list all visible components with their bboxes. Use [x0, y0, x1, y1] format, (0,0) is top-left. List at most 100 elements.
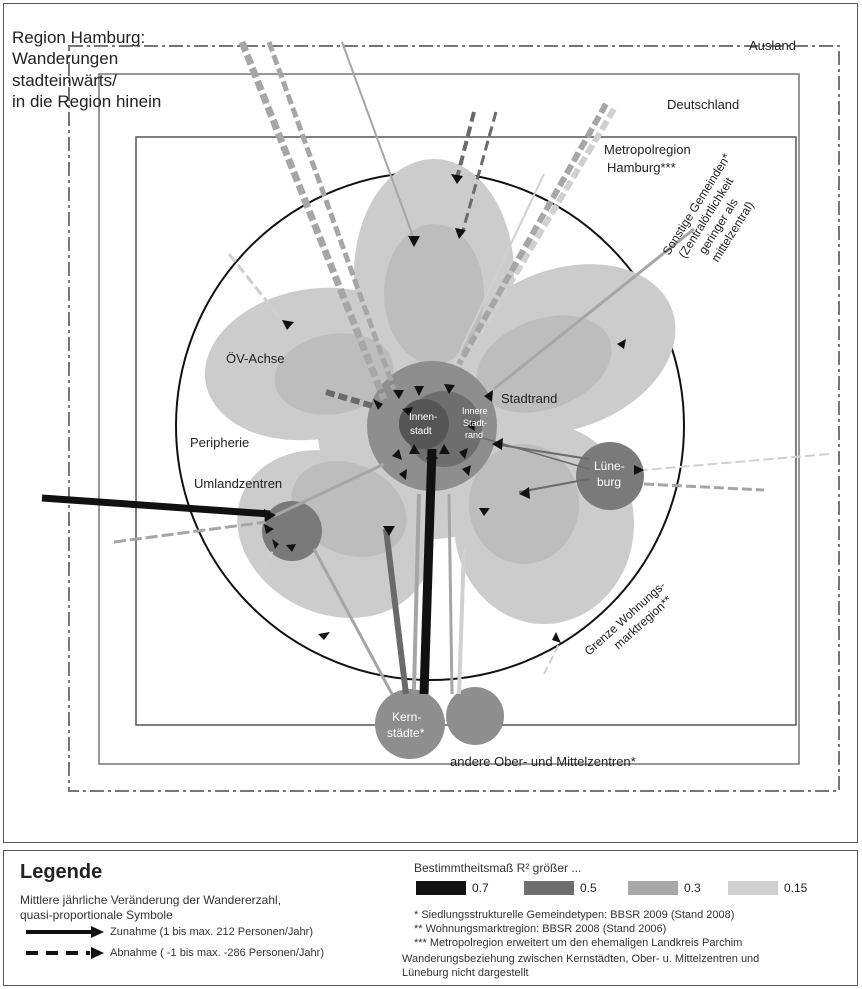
arrowhead [264, 509, 276, 522]
arrowhead [462, 465, 471, 476]
arrowhead [409, 444, 420, 454]
arrowhead [484, 390, 493, 402]
flow-line [493, 227, 695, 391]
label-innenstadt-line2: stadt [410, 426, 432, 437]
flow-line [312, 548, 394, 695]
label-kernstaedte-line2: städte* [387, 726, 425, 740]
arrowhead [519, 487, 530, 499]
flow-line [460, 111, 498, 235]
flow-line [518, 478, 590, 493]
legend-r2-07: 0.7 [416, 881, 489, 895]
flow-line [273, 462, 385, 518]
label-lueneburg-line1: Lüne- [594, 459, 625, 473]
solid-arrow-icon [26, 926, 104, 938]
title-line1: Region Hamburg: [12, 28, 145, 47]
arrowhead [552, 632, 561, 643]
legend-subtitle-line1: Mittlere jährliche Veränderung der Wande… [20, 893, 282, 907]
arrowhead [492, 438, 503, 450]
label-metropol-line1: Metropolregion [604, 142, 691, 157]
label-stadtrand: Stadtrand [501, 391, 557, 406]
flow-line [341, 41, 415, 240]
title-line3: stadteinwärts/ [12, 71, 117, 90]
flow-line [238, 40, 388, 401]
legend-title: Legende [20, 861, 103, 883]
migration-diagram: Region Hamburg: Wanderungen stadteinwärt… [12, 28, 840, 792]
flow-line [457, 548, 466, 695]
arrowhead [318, 632, 330, 640]
swatch-r2-07 [416, 881, 466, 895]
label-innerer-stadtrand-line2: Stadt- [463, 418, 487, 428]
flows-r2-05 [325, 111, 590, 695]
label-umlandzentren: Umlandzentren [194, 476, 282, 491]
label-innerer-stadtrand-line1: Innere [462, 406, 488, 416]
legend-subtitle-line2: quasi-proportionale Symbole [20, 908, 173, 922]
arrowhead [402, 407, 413, 416]
arrowhead [426, 449, 438, 459]
flows-r2-03 [113, 40, 765, 695]
flow-line [412, 493, 421, 690]
arrowhead [617, 339, 626, 349]
flow-line [419, 448, 437, 695]
flow-line [456, 102, 609, 366]
arrowhead [399, 469, 407, 480]
deutschland-boundary [98, 73, 800, 765]
legend-increase-item: Zunahme (1 bis max. 212 Personen/Jahr) [24, 926, 313, 938]
swatch-r2-015 [728, 881, 778, 895]
label-peripherie: Peripherie [190, 435, 249, 450]
legend-increase-label: Zunahme (1 bis max. 212 Personen/Jahr) [110, 926, 313, 938]
andere-zentren-circle [446, 687, 504, 745]
flow-line [113, 520, 267, 544]
arrowhead [439, 444, 450, 454]
arrowhead [444, 384, 455, 394]
label-sonstige-gemeinden: Sonstige Gemeinden* (Zentralörtlichkeit … [660, 151, 757, 265]
title-line4: in die Region hinein [12, 92, 161, 111]
legend-r2-03: 0.3 [628, 881, 701, 895]
swatch-r2-03 [628, 881, 678, 895]
flow-line [454, 111, 476, 183]
flow-line [447, 493, 454, 695]
legend-note-4-line2: Lüneburg nicht dargestellt [402, 967, 529, 979]
legend-r2-title: Bestimmtheitsmaß R² größer ... [414, 861, 582, 875]
flow-line [227, 253, 291, 330]
arrowhead [414, 386, 424, 396]
label-innerer-stadtrand-line3: rand [465, 430, 483, 440]
arrowhead [286, 544, 296, 552]
lueneburg-circle [576, 442, 644, 510]
inner-petal-west [274, 333, 394, 415]
legend-decrease-label: Abnahme ( -1 bis max. -286 Personen/Jahr… [110, 947, 324, 959]
inner-petal-north [384, 224, 484, 364]
arrowhead [272, 539, 279, 549]
arrowheads [264, 174, 644, 643]
swatch-r2-05 [524, 881, 574, 895]
flow-line [543, 643, 560, 675]
label-lueneburg-line2: burg [597, 475, 621, 489]
legend-r2-05: 0.5 [524, 881, 597, 895]
r2-015-label: 0.15 [784, 881, 808, 895]
flow-line [41, 494, 271, 518]
inner-petals [274, 224, 612, 564]
map-frame: Region Hamburg: Wanderungen stadteinwärt… [3, 3, 858, 843]
r2-03-label: 0.3 [684, 881, 701, 895]
legend-panel: Legende Mittlere jährliche Veränderung d… [3, 850, 858, 986]
legend-note-2: ** Wohnungsmarktregion: BBSR 2008 (Stand… [414, 923, 667, 935]
legend-note-3: *** Metropolregion erweitert um den ehem… [414, 937, 743, 949]
r2-05-label: 0.5 [580, 881, 597, 895]
flow-line [325, 389, 377, 410]
label-kernstaedte-line1: Kern- [392, 710, 421, 724]
dashed-arrow-icon [26, 947, 104, 959]
label-deutschland: Deutschland [667, 97, 739, 112]
inner-petal-east [476, 315, 612, 413]
flow-line [471, 107, 617, 346]
arrowhead [459, 448, 468, 459]
legend-note-1: * Siedlungsstrukturelle Gemeindetypen: B… [414, 909, 735, 921]
title-line2: Wanderungen [12, 49, 118, 68]
legend-r2-015: 0.15 [728, 881, 807, 895]
arrowhead [451, 174, 463, 184]
innenstadt-circle [399, 399, 449, 449]
legend-decrease-item: Abnahme ( -1 bis max. -286 Personen/Jahr… [24, 947, 324, 959]
map-title: Region Hamburg: Wanderungen stadteinwärt… [12, 28, 161, 111]
arrowhead [455, 228, 466, 239]
r2-07-label: 0.7 [472, 881, 489, 895]
inner-petal-southeast [469, 444, 579, 564]
label-ausland: Ausland [749, 38, 796, 53]
